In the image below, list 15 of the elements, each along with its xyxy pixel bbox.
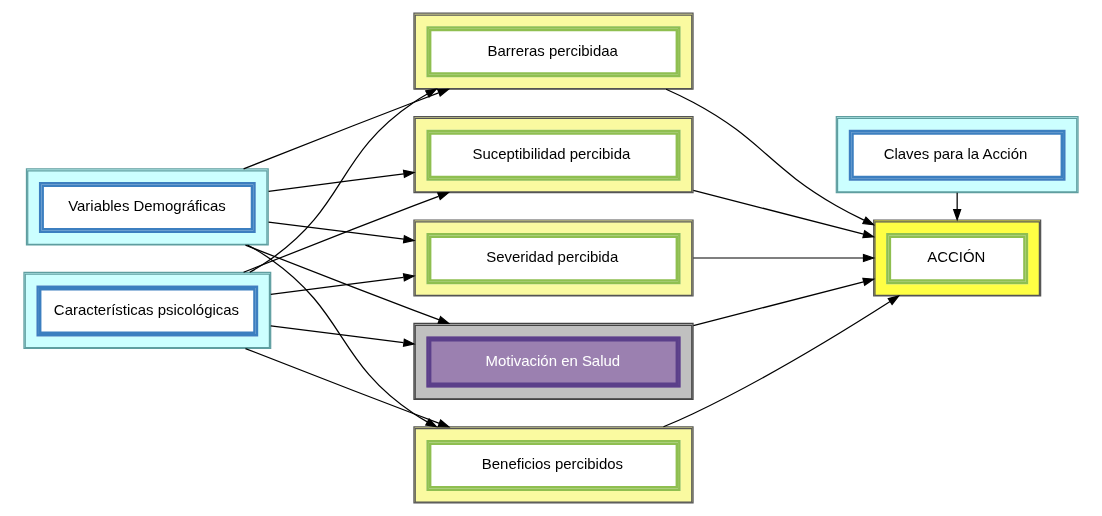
arrow xyxy=(244,347,451,428)
arrow xyxy=(267,169,416,192)
arrow xyxy=(665,88,876,226)
arrow xyxy=(242,192,451,273)
arrow xyxy=(270,272,416,296)
arrow xyxy=(692,253,876,263)
arrow xyxy=(692,277,876,327)
arrow xyxy=(249,88,438,273)
arrow xyxy=(692,189,876,239)
arrow xyxy=(270,325,416,347)
arrow xyxy=(662,295,901,428)
arrow xyxy=(244,244,451,325)
arrow xyxy=(246,244,438,428)
arrow xyxy=(267,221,416,244)
arrow xyxy=(242,88,451,170)
